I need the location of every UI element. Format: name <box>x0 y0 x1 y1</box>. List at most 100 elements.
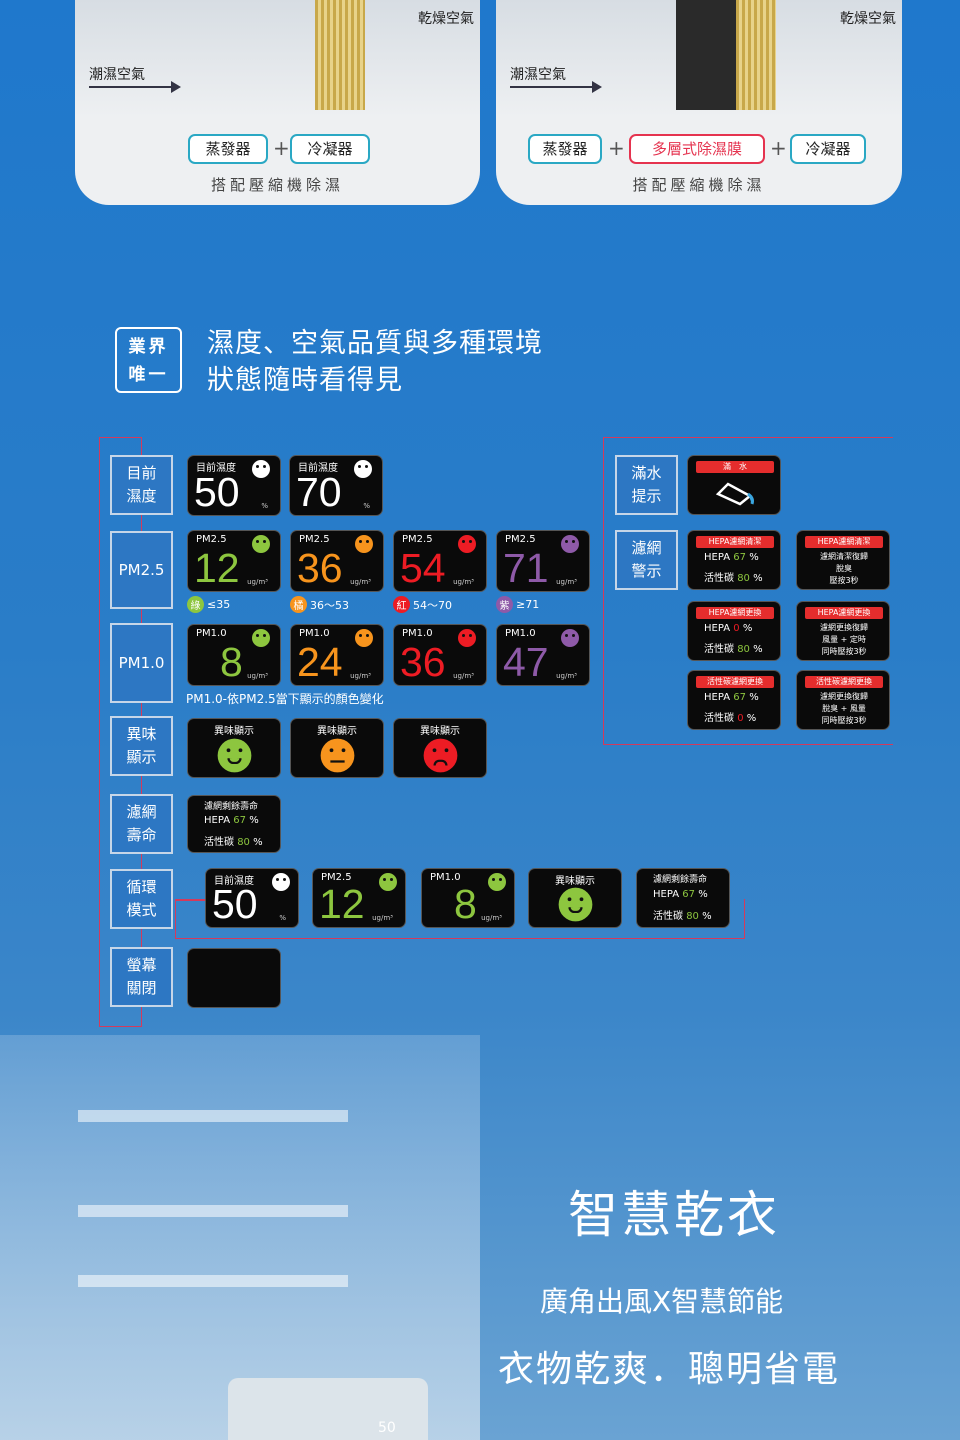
row-label-off: 螢幕關閉 <box>110 947 173 1007</box>
pct: % <box>746 713 757 724</box>
face-icon <box>458 629 476 647</box>
sad-face-icon <box>423 738 458 773</box>
row-label-text: 異味顯示 <box>126 725 157 766</box>
unique-badge: 業界 唯一 <box>115 327 182 393</box>
legend-range: 54～70 <box>413 598 452 612</box>
banner: HEPA濾網更換 <box>696 607 774 619</box>
row-label-text: 濾網警示 <box>631 539 662 580</box>
badge-line2: 唯一 <box>128 365 169 385</box>
headline: 濕度、空氣品質與多種環境 狀態隨時看得見 <box>207 325 543 399</box>
humid-air-label: 潮濕空氣 <box>510 67 566 83</box>
pm10-value: 24 <box>297 639 343 685</box>
hepa-label: HEPA <box>704 552 731 563</box>
hepa-value: 67 <box>233 815 246 826</box>
water-tank-icon <box>715 482 754 506</box>
carbon-value: 0 <box>737 713 744 724</box>
panel-caption: PM1.0 <box>196 628 227 639</box>
pct: % <box>702 911 712 922</box>
face-icon <box>252 535 270 553</box>
panel-caption: 濾網剩餘壽命 <box>653 875 708 885</box>
plus-icon: + <box>608 136 625 160</box>
instruction-line: 濾網更換復歸 <box>820 692 868 701</box>
face-icon <box>458 535 476 553</box>
cycle-value: 12 <box>319 881 365 927</box>
banner: 活性碳濾網更換 <box>696 676 774 688</box>
carbon-value: 80 <box>737 573 750 584</box>
neutral-face-icon <box>320 738 355 773</box>
panel-caption: 目前濕度 <box>196 463 236 474</box>
hepa-clean-reset-panel: HEPA濾網清潔 濾網清潔復歸 脫臭 壓按3秒 <box>796 530 890 590</box>
card-caption: 搭配壓縮機除濕 <box>210 176 344 194</box>
pm10-panel: PM1.0 8 ug/m³ <box>187 624 281 686</box>
row-label-text: 目前濕度 <box>126 464 157 505</box>
happy-face-icon <box>252 460 270 478</box>
unit: ug/m³ <box>453 578 474 586</box>
card-caption: 搭配壓縮機除濕 <box>632 176 766 194</box>
row-label-text: 濾網壽命 <box>126 803 157 844</box>
pm10-value: 8 <box>220 639 243 685</box>
plus-icon: + <box>273 136 290 160</box>
carbon-value: 80 <box>237 837 250 848</box>
panel-caption: PM2.5 <box>321 872 352 883</box>
cycle-pm25-panel: PM2.5 12 ug/m³ <box>312 868 406 928</box>
panel-caption: PM1.0 <box>299 628 330 639</box>
row-label-filter-alert: 濾網警示 <box>615 530 678 590</box>
banner: HEPA濾網清潔 <box>696 536 774 548</box>
row-label-odor: 異味顯示 <box>110 716 173 776</box>
instruction-line: 濾網更換復歸 <box>820 623 868 632</box>
legend-dot: 紫 <box>496 596 513 613</box>
instruction-line: 濾網清潔復歸 <box>820 552 868 561</box>
section-subtitle: 廣角出風X智慧節能 <box>540 1285 784 1318</box>
panel-caption: 異味顯示 <box>555 876 595 887</box>
water-full-panel: 滿 水 <box>687 455 781 515</box>
instruction-line: 脫臭 <box>836 564 852 573</box>
card-compressor: 乾燥空氣 潮濕空氣 蒸發器 + 冷凝器 搭配壓縮機除濕 <box>75 0 480 205</box>
legend-purple: 紫≥71 <box>496 596 539 613</box>
hepa-value: 67 <box>682 889 695 900</box>
face-icon <box>379 873 397 891</box>
cycle-value: 50 <box>212 881 258 927</box>
cycle-filter-panel: 濾網剩餘壽命 HEPA 67 % 活性碳 80 % <box>636 868 730 928</box>
smile-face-icon <box>217 738 252 773</box>
odor-panel: 異味顯示 <box>290 718 384 778</box>
legend-range: ≤35 <box>207 598 231 611</box>
carbon-value: 80 <box>737 644 750 655</box>
mouth <box>568 907 583 914</box>
legend-green: 綠≤35 <box>187 596 230 613</box>
pm25-value: 36 <box>297 545 343 591</box>
carbon-label: 活性碳 <box>653 911 683 922</box>
section-tagline: 衣物乾爽．聰明省電 <box>498 1349 841 1390</box>
panel-caption: PM2.5 <box>505 534 536 545</box>
hepa-label: HEPA <box>653 889 680 900</box>
row-label-text: 循環模式 <box>126 878 157 919</box>
right-frame <box>603 437 893 745</box>
row-label-full: 滿水提示 <box>615 455 678 515</box>
unit: ug/m³ <box>481 914 502 922</box>
face-icon <box>355 629 373 647</box>
humid-air-label: 潮濕空氣 <box>89 67 145 83</box>
row-label-filter: 濾網壽命 <box>110 794 173 854</box>
instruction-line: 壓按3秒 <box>829 576 859 585</box>
face-icon <box>488 873 506 891</box>
pm25-panel: PM2.5 54 ug/m³ <box>393 530 487 592</box>
panel-caption: PM1.0 <box>505 628 536 639</box>
hepa-label: HEPA <box>704 623 731 634</box>
banner: 滿 水 <box>696 461 774 473</box>
panel-caption: PM2.5 <box>402 534 433 545</box>
face-icon <box>355 535 373 553</box>
unit: ug/m³ <box>247 578 268 586</box>
mouth <box>227 758 242 765</box>
smile-face-icon <box>558 887 593 922</box>
pct: % <box>753 644 763 655</box>
pm10-panel: PM1.0 36 ug/m³ <box>393 624 487 686</box>
carbon-label: 活性碳 <box>704 713 734 724</box>
carbon-replace-panel: 活性碳濾網更換 HEPA 67 % 活性碳 0 % <box>687 670 781 730</box>
hepa-replace-reset-panel: HEPA濾網更換 濾網更換復歸 風量 + 定時 同時壓按3秒 <box>796 601 890 661</box>
shelf <box>78 1275 348 1287</box>
dehumidifier-photo <box>75 0 480 118</box>
pm10-note: PM1.0-依PM2.5當下顯示的顏色變化 <box>186 692 384 706</box>
odor-panel: 異味顯示 <box>393 718 487 778</box>
legend-range: ≥71 <box>516 598 540 611</box>
hepa-value: 0 <box>733 623 740 634</box>
